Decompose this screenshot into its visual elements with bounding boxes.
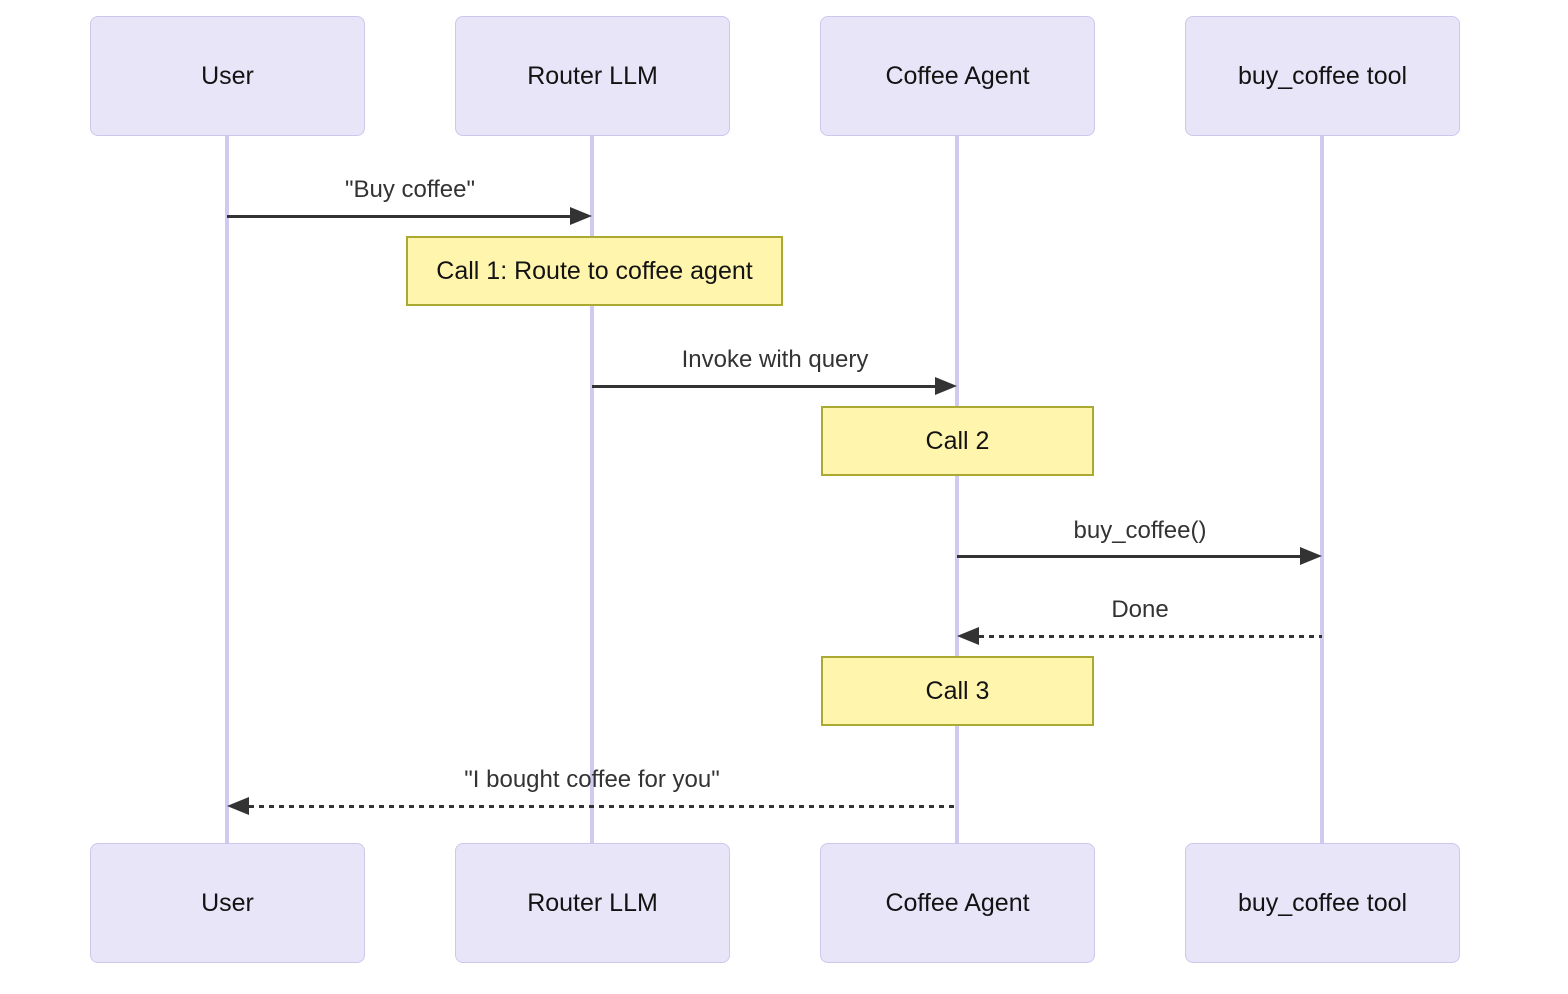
- message-label-invoke-with-query: Invoke with query: [681, 346, 869, 373]
- message-label-buy-coffee: "Buy coffee": [344, 176, 476, 203]
- message-line-bought-coffee: [249, 805, 957, 808]
- lifeline-buy-coffee-tool: [1320, 136, 1324, 843]
- arrowhead-icon: [957, 627, 979, 645]
- note-call-1: Call 1: Route to coffee agent: [406, 236, 783, 306]
- message-line-buy-coffee-call: [957, 555, 1302, 558]
- arrowhead-icon: [570, 207, 592, 225]
- participant-bottom-router-llm: Router LLM: [455, 843, 730, 963]
- participant-top-user: User: [90, 16, 365, 136]
- lifeline-router-llm: [590, 136, 594, 843]
- message-line-buy-coffee: [227, 215, 572, 218]
- arrowhead-icon: [227, 797, 249, 815]
- lifeline-coffee-agent: [955, 136, 959, 843]
- message-label-buy-coffee-call: buy_coffee(): [1073, 517, 1207, 544]
- message-label-done: Done: [1111, 596, 1169, 623]
- participant-top-coffee-agent: Coffee Agent: [820, 16, 1095, 136]
- participant-bottom-buy-coffee-tool: buy_coffee tool: [1185, 843, 1460, 963]
- note-call-2: Call 2: [821, 406, 1094, 476]
- arrowhead-icon: [1300, 547, 1322, 565]
- participant-top-buy-coffee-tool: buy_coffee tool: [1185, 16, 1460, 136]
- participant-top-router-llm: Router LLM: [455, 16, 730, 136]
- participant-bottom-user: User: [90, 843, 365, 963]
- message-label-bought-coffee: "I bought coffee for you": [464, 766, 720, 793]
- participant-bottom-coffee-agent: Coffee Agent: [820, 843, 1095, 963]
- message-line-done: [979, 635, 1322, 638]
- message-line-invoke-with-query: [592, 385, 937, 388]
- lifeline-user: [225, 136, 229, 843]
- note-call-3: Call 3: [821, 656, 1094, 726]
- arrowhead-icon: [935, 377, 957, 395]
